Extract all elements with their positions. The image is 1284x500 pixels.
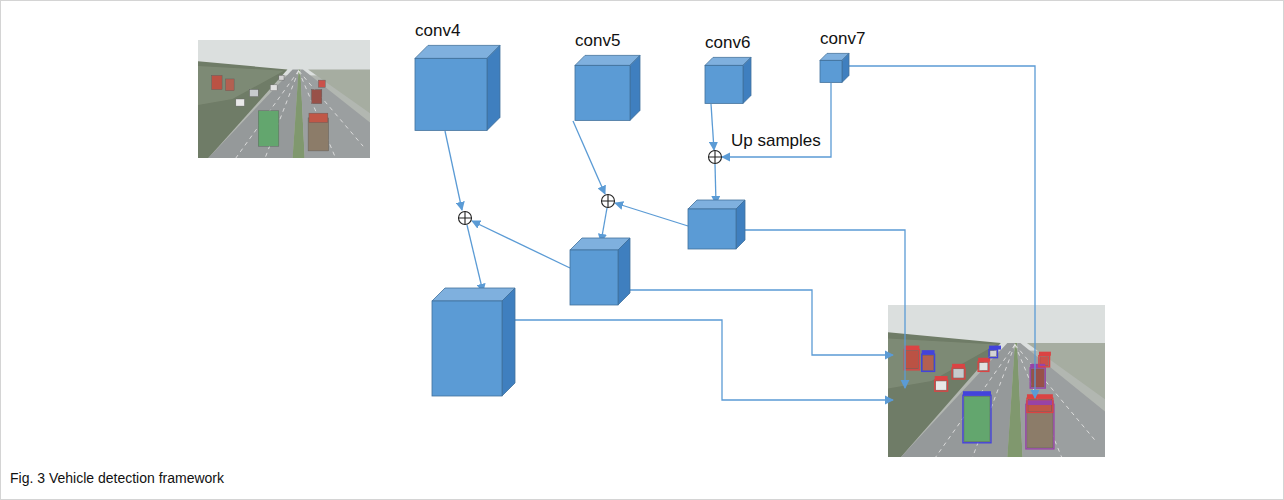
- fused-cube: [570, 238, 630, 305]
- conv-layer-cube: conv5: [575, 31, 640, 121]
- fused-cube: [432, 288, 515, 396]
- sum-symbol: [459, 212, 472, 225]
- flow-arrow: [515, 320, 893, 400]
- flow-arrows: [445, 66, 1035, 400]
- sum-symbol: [602, 195, 615, 208]
- operation-label: Up samples: [731, 131, 821, 151]
- fused-cubes: [432, 200, 745, 396]
- layer-name: conv5: [575, 31, 640, 51]
- layer-name: conv6: [705, 33, 751, 53]
- flow-arrow: [630, 290, 893, 355]
- layer-name: conv4: [415, 21, 500, 41]
- flow-arrow: [573, 121, 605, 194]
- sum-symbols: [459, 151, 722, 225]
- highway-photo: [198, 40, 370, 158]
- photo-group: [198, 40, 1105, 457]
- conv-layer-cube: conv7: [820, 29, 866, 83]
- flow-arrow: [467, 225, 483, 292]
- flow-arrow: [615, 203, 688, 226]
- flow-arrow: [745, 230, 905, 388]
- conv-layer-cube: conv4: [415, 21, 500, 131]
- flow-arrow: [445, 131, 462, 210]
- flow-arrow: [715, 164, 716, 204]
- highway-photo: [888, 305, 1105, 457]
- flow-arrow: [472, 221, 570, 268]
- sum-symbol: [709, 151, 722, 164]
- figure-caption: Fig. 3 Vehicle detection framework: [10, 470, 224, 487]
- flow-arrow: [711, 104, 714, 150]
- fused-cube: [688, 200, 745, 249]
- flow-arrow: [849, 66, 1035, 398]
- flow-arrow: [601, 208, 607, 242]
- conv-layer-cube: conv6: [705, 33, 751, 104]
- layer-name: conv7: [820, 29, 866, 49]
